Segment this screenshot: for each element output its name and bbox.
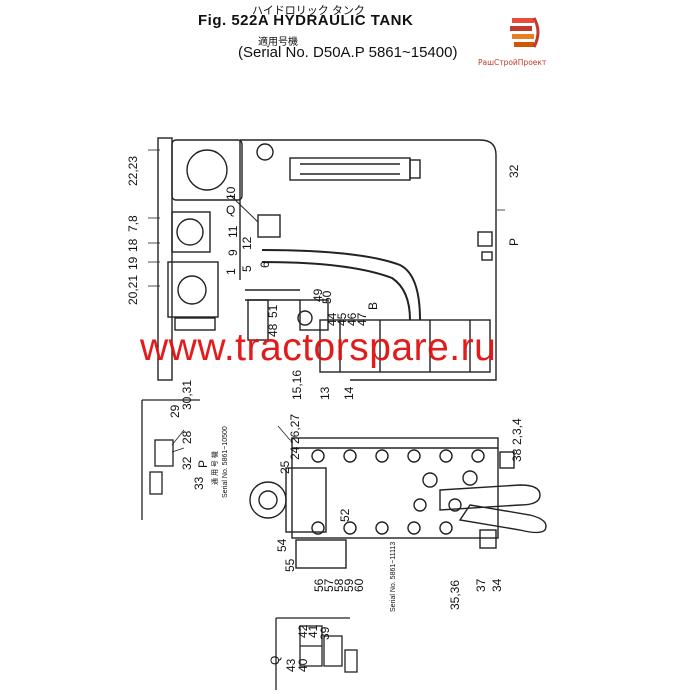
callout: 38: [510, 448, 524, 462]
pipe-upper: [261, 249, 421, 321]
callout: 51: [266, 304, 280, 318]
callout: 9: [226, 249, 240, 256]
callout: 14: [342, 386, 356, 400]
callout: 26,27: [288, 413, 302, 444]
figure-title: Fig. 522A HYDRAULIC TANK: [198, 12, 414, 29]
left-plate: [157, 137, 173, 381]
callout: 32: [507, 164, 521, 178]
callout: 50: [320, 290, 334, 304]
detail-p-box: [141, 399, 200, 520]
serial-note: Serial No. 5861~10500: [222, 426, 229, 498]
watermark-link[interactable]: www.tractorspare.ru: [140, 326, 497, 369]
serial-note-jp: 通 用 号 機: [212, 451, 219, 485]
callout: 54: [275, 538, 289, 552]
callout: 22,23: [126, 155, 140, 186]
cylinder-top: [289, 157, 411, 181]
callout: 18: [126, 238, 140, 252]
tank-outline: [240, 139, 497, 381]
callout: 11: [226, 225, 240, 238]
callout: 24: [288, 446, 302, 460]
callout: 43: [284, 658, 298, 672]
serial-range: (Serial No. D50A.P 5861~15400): [238, 44, 458, 61]
callout: 55: [283, 558, 297, 572]
callout: 35,36: [448, 579, 462, 610]
callout: 5: [240, 265, 254, 272]
control-valve: [319, 319, 491, 373]
callout: 25: [278, 460, 292, 474]
bottom-plate: [291, 437, 499, 539]
callout: 7,8: [126, 215, 140, 232]
callout: B: [366, 301, 380, 310]
filter-housing: [249, 481, 287, 519]
callout: 19: [126, 256, 140, 270]
callout: 28: [180, 430, 194, 444]
applicable-japanese: 適用号機: [258, 37, 298, 48]
flange-mid: [171, 211, 211, 253]
bottom-view: [249, 425, 547, 569]
detail-q-box: [275, 617, 358, 690]
serial-note: Serial No. 5861~11113: [390, 541, 397, 612]
callout: 2,3,4: [510, 418, 524, 445]
callout: 52: [338, 508, 352, 522]
pump-body: [167, 261, 219, 318]
callout: 37: [474, 578, 488, 592]
callout: 60: [352, 578, 366, 592]
callout: 40: [296, 658, 310, 672]
title-japanese: ハイドロリック タンク: [252, 5, 365, 17]
callout: 30,31: [180, 379, 194, 410]
brand-logo-text: РашСтройПроект: [478, 58, 547, 67]
callout: 47: [355, 312, 369, 326]
callout: Q: [226, 203, 236, 217]
callout: 1: [224, 268, 238, 275]
callout: Q: [268, 655, 282, 665]
callout: 15,16: [290, 369, 304, 400]
callout: 32: [180, 456, 194, 470]
callout: 34: [490, 578, 504, 592]
callout: 13: [318, 386, 332, 400]
callout: 39: [318, 626, 332, 640]
flange-top: [171, 139, 243, 201]
flange-top-port: [186, 149, 228, 191]
callout: 12: [240, 236, 254, 250]
strainer: [439, 484, 541, 511]
callout: 6: [258, 261, 272, 268]
callout: 20,21: [126, 274, 140, 305]
callout: 33: [192, 476, 206, 490]
brand-logo-icon: [510, 17, 540, 48]
callout: P: [196, 459, 210, 468]
valve-bottom: [295, 539, 347, 569]
callout: 10: [224, 186, 238, 200]
callout: P: [507, 237, 521, 246]
